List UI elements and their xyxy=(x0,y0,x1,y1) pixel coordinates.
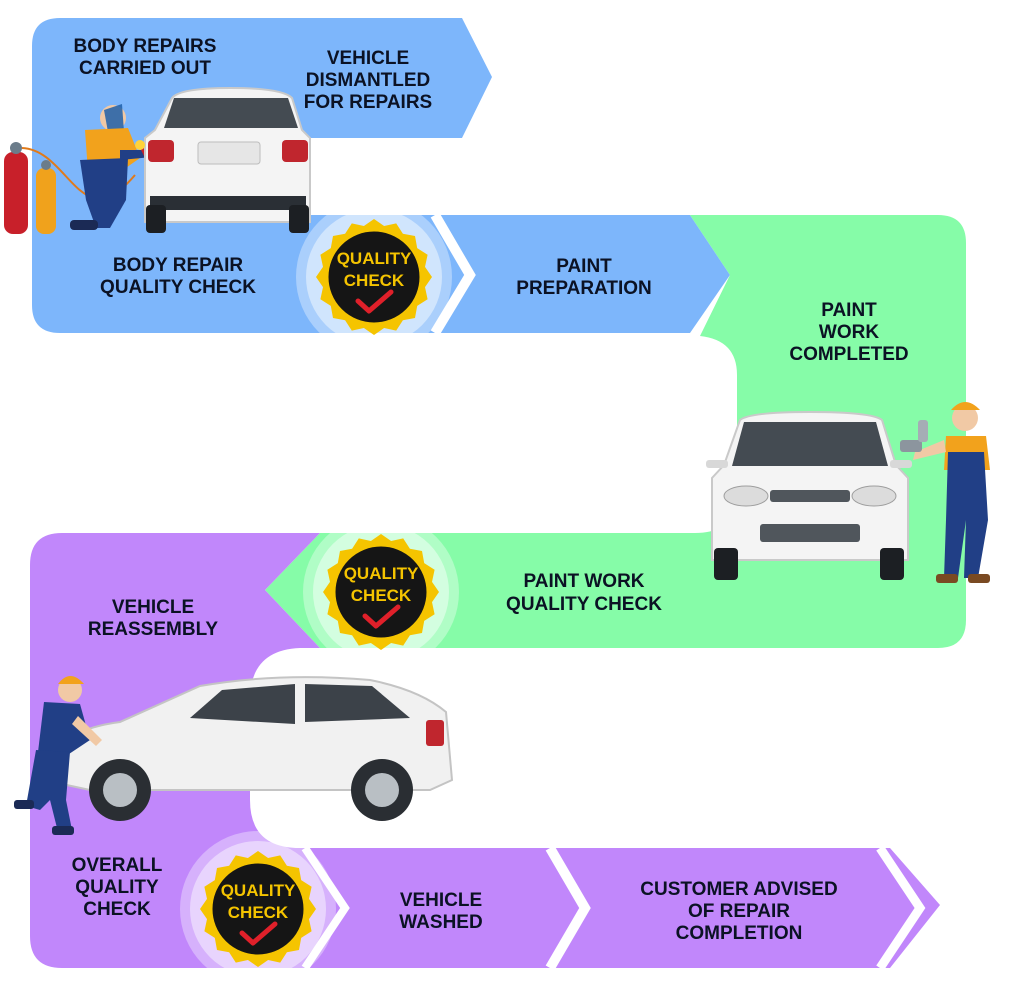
step-overall-quality-check: OVERALL QUALITY CHECK xyxy=(72,855,163,920)
badge-label-line: CHECK xyxy=(228,903,289,922)
label-line: VEHICLE xyxy=(400,890,482,911)
step-vehicle-washed: VEHICLE WASHED xyxy=(399,890,482,933)
label-line: DISMANTLED xyxy=(306,70,431,91)
label-line: REASSEMBLY xyxy=(88,619,219,640)
badge-label-line: CHECK xyxy=(351,586,412,605)
badge-paint-work: QUALITY CHECK xyxy=(303,514,459,670)
label-line: WORK xyxy=(819,322,879,343)
assembler-mechanic-icon xyxy=(14,676,102,835)
front-car-icon xyxy=(706,410,912,580)
label-line: QUALITY CHECK xyxy=(506,594,662,615)
painter-mechanic-icon xyxy=(900,402,990,583)
label-line: VEHICLE xyxy=(327,48,409,69)
label-line: COMPLETION xyxy=(676,923,803,944)
label-line: PAINT xyxy=(556,256,612,277)
label-line: VEHICLE xyxy=(112,597,194,618)
badge-overall: QUALITY CHECK xyxy=(180,831,336,987)
label-line: OF REPAIR xyxy=(688,901,790,922)
badge-body-repair: QUALITY CHECK xyxy=(296,199,452,355)
label-line: BODY REPAIRS xyxy=(74,36,217,57)
step-vehicle-dismantled: VEHICLE DISMANTLED FOR REPAIRS xyxy=(304,48,432,113)
label-line: QUALITY xyxy=(75,877,159,898)
step-body-repair-quality-check: BODY REPAIR QUALITY CHECK xyxy=(100,255,256,298)
badge-label-line: QUALITY xyxy=(344,564,419,583)
check-mark-icon xyxy=(362,604,401,629)
label-line: CUSTOMER ADVISED xyxy=(640,879,837,900)
label-line: COMPLETED xyxy=(789,344,908,365)
label-line: FOR REPAIRS xyxy=(304,92,432,113)
check-mark-icon xyxy=(239,921,278,946)
label-line: CARRIED OUT xyxy=(79,58,211,79)
step-vehicle-reassembly: VEHICLE REASSEMBLY xyxy=(88,597,219,640)
label-line: BODY REPAIR xyxy=(113,255,243,276)
label-line: PAINT WORK xyxy=(523,571,644,592)
check-mark-icon xyxy=(355,289,394,314)
label-line: PREPARATION xyxy=(516,278,651,299)
step-paint-preparation: PAINT PREPARATION xyxy=(516,256,651,299)
label-line: PAINT xyxy=(821,300,877,321)
badge-seal-center xyxy=(332,543,430,641)
step-customer-advised: CUSTOMER ADVISED OF REPAIR COMPLETION xyxy=(640,879,837,944)
badge-label-line: CHECK xyxy=(344,271,405,290)
step-paint-work-quality-check: PAINT WORK QUALITY CHECK xyxy=(506,571,662,615)
step-body-repairs: BODY REPAIRS CARRIED OUT xyxy=(74,36,217,79)
badge-label-line: QUALITY xyxy=(221,881,296,900)
badge-label-line: QUALITY xyxy=(337,249,412,268)
label-line: QUALITY CHECK xyxy=(100,277,256,298)
rear-car-icon xyxy=(135,86,311,233)
step-paint-work-completed: PAINT WORK COMPLETED xyxy=(789,300,908,365)
badge-seal-center xyxy=(325,228,423,326)
label-line: CHECK xyxy=(83,899,151,920)
label-line: WASHED xyxy=(399,912,482,933)
badge-seal-center xyxy=(209,860,307,958)
side-car-icon xyxy=(56,676,454,821)
label-line: OVERALL xyxy=(72,855,163,876)
